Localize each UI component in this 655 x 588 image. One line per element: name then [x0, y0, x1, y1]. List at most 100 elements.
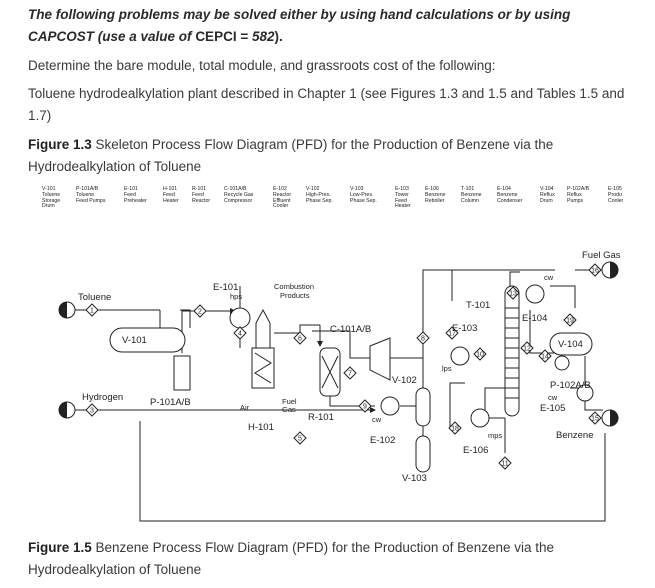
- v103-to-column-line: [449, 382, 465, 428]
- label-products: Products: [280, 291, 310, 300]
- label-v102: V-102: [392, 375, 417, 386]
- h101-heater-icon: [251, 308, 275, 389]
- svg-text:17: 17: [448, 331, 456, 338]
- stream-1: 1: [85, 303, 99, 317]
- intro-cepci: CEPCI =: [195, 29, 252, 44]
- t101-column-icon: [504, 285, 520, 417]
- stream-19: 19: [563, 313, 577, 327]
- svg-text:10: 10: [476, 352, 484, 359]
- svg-text:1: 1: [90, 308, 94, 315]
- label-e102: E-102: [370, 435, 395, 446]
- label-toluene: Toluene: [78, 292, 111, 303]
- stream-16: 16: [588, 263, 602, 277]
- figure-1-3-caption-text: Skeleton Process Flow Diagram (PFD) for …: [28, 137, 554, 174]
- stream-markers: 1 2 3 4 5 6 7 8 9 10 11 12 13 14 15 16 1…: [85, 263, 602, 470]
- svg-text:4: 4: [238, 331, 242, 338]
- intro-close: ).: [274, 29, 283, 44]
- stream-13: 13: [506, 286, 520, 300]
- label-gas: Gas: [282, 405, 296, 414]
- v102-separator-icon: [415, 387, 431, 427]
- svg-text:5: 5: [298, 436, 302, 443]
- label-cw-e102: cw: [372, 415, 382, 424]
- e103-exchanger-icon: [450, 346, 470, 366]
- intro-cepci-value: 582: [251, 29, 275, 44]
- figure-1-5-caption: Figure 1.5 Benzene Process Flow Diagram …: [28, 537, 637, 581]
- recycle-loop-line: [139, 421, 606, 522]
- hydrogen-source-icon: [58, 401, 76, 419]
- c101-compressor-icon: [369, 337, 391, 381]
- stream-3: 3: [85, 403, 99, 417]
- svg-text:16: 16: [591, 268, 599, 275]
- intro-line1: The following problems may be solved eit…: [28, 7, 571, 22]
- label-e106: E-106: [463, 445, 488, 456]
- intro-use-value: (use a value of: [94, 29, 196, 44]
- svg-text:11: 11: [501, 461, 508, 468]
- label-r101: R-101: [308, 412, 334, 423]
- label-v101: V-101: [122, 335, 147, 346]
- stream-9: 9: [358, 399, 372, 413]
- label-fuel: Fuel: [282, 397, 297, 406]
- figure-1-3-caption: Figure 1.3 Skeleton Process Flow Diagram…: [28, 134, 637, 178]
- label-fuel-gas: Fuel Gas: [582, 250, 621, 261]
- svg-text:9: 9: [363, 404, 367, 411]
- label-v103: V-103: [402, 473, 427, 484]
- problem-intro: The following problems may be solved eit…: [28, 4, 637, 48]
- stream-6: 6: [293, 331, 307, 345]
- e101-exchanger-icon: [229, 307, 251, 329]
- label-h101: H-101: [248, 422, 274, 433]
- benzene-sink-icon: [601, 409, 619, 427]
- stream-2: 2: [193, 304, 207, 318]
- label-hps: hps: [230, 292, 242, 301]
- e104-condenser-icon: [525, 284, 545, 304]
- stream-8: 8: [416, 331, 430, 345]
- stream-12: 12: [520, 341, 534, 355]
- fuel-gas-sink-icon: [601, 261, 619, 279]
- question-text: Determine the bare module, total module,…: [28, 58, 496, 73]
- label-c101: C-101A/B: [330, 324, 371, 335]
- svg-text:19: 19: [566, 318, 574, 325]
- svg-text:7: 7: [348, 371, 352, 378]
- svg-text:3: 3: [90, 408, 94, 415]
- e102-exchanger-icon: [380, 396, 400, 416]
- label-hydrogen: Hydrogen: [82, 392, 123, 403]
- label-e101: E-101: [213, 282, 238, 293]
- p101-pump-icon: [173, 355, 191, 391]
- stream-5: 5: [293, 431, 307, 445]
- process-flow-diagram: 1 2 3 4 5 6 7 8 9 10 11 12 13 14 15 16 1…: [58, 250, 621, 522]
- stream-15: 15: [588, 411, 602, 425]
- toluene-source-icon: [58, 301, 76, 319]
- intro-capcost: CAPCOST: [28, 29, 95, 44]
- stream-14: 14: [538, 349, 552, 363]
- v101-drum-icon: [109, 327, 186, 353]
- p102-pump-icon: [554, 355, 570, 371]
- stream-7: 7: [343, 366, 357, 380]
- column-overhead-line: [509, 271, 520, 286]
- label-cw-e104: cw: [544, 273, 554, 282]
- svg-text:12: 12: [523, 346, 531, 353]
- label-air: Air: [240, 403, 250, 412]
- product-line: [584, 398, 603, 411]
- label-p102: P-102A/B: [550, 380, 591, 391]
- e106-reboiler-icon: [470, 408, 490, 428]
- label-e105: E-105: [540, 403, 565, 414]
- label-t101: T-101: [466, 300, 490, 311]
- label-e103: E-103: [452, 323, 477, 334]
- label-e104: E-104: [522, 313, 547, 324]
- label-p101: P-101A/B: [150, 397, 191, 408]
- v103-separator-icon: [415, 435, 431, 473]
- reboiler-line: [484, 387, 505, 419]
